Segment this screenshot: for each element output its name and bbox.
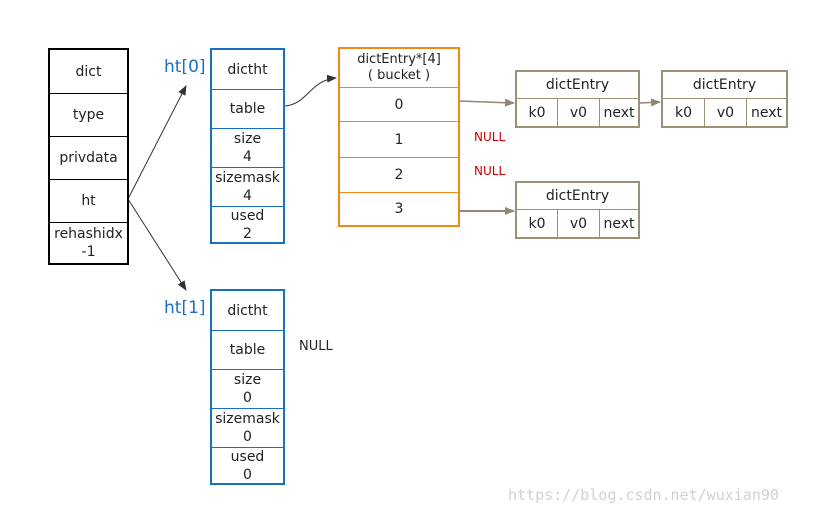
- arrow-bucket0-to-entry: [458, 98, 515, 107]
- dict-field-ht: ht: [50, 179, 127, 222]
- ht0-field-dictht: dictht: [227, 61, 268, 78]
- ht1-label: ht[1]: [164, 298, 206, 318]
- dict-field-dict: dict: [75, 63, 102, 80]
- ht0-field-size: size 4: [212, 128, 283, 167]
- dict-entry-a-title: dictEntry: [517, 72, 638, 99]
- ht1-struct: dictht table size 0 sizemask 0 used 0: [210, 289, 285, 485]
- dict-entry-a-key: k0: [517, 99, 558, 126]
- dict-entry-a-next: next: [603, 104, 635, 121]
- dict-entry-b-next: next: [750, 104, 782, 121]
- ht0-struct: dictht table size 4 sizemask 4 used 2: [210, 48, 285, 244]
- dict-field-type: type: [50, 93, 127, 136]
- ht1-field-size: size 0: [212, 369, 283, 408]
- ht1-table-null: NULL: [299, 339, 333, 354]
- ht0-field-table: table: [212, 89, 283, 128]
- dict-entry-c-title: dictEntry: [517, 183, 638, 210]
- watermark: https://blog.csdn.net/wuxian90: [508, 486, 779, 504]
- bucket-header: dictEntry*[4] ( bucket ): [357, 52, 441, 83]
- dict-field-privdata: privdata: [50, 136, 127, 179]
- arrow-ht-to-ht0: [127, 85, 187, 200]
- ht1-field-table: table: [212, 330, 283, 369]
- dict-entry-c-key: k0: [517, 210, 558, 237]
- dict-field-rehashidx: rehashidx -1: [50, 222, 127, 263]
- dict-entry-a-value: v0: [558, 99, 600, 126]
- bucket-cell-3: 3: [340, 192, 458, 225]
- bucket-cell-0: 0: [340, 87, 458, 121]
- dict-entry-b-title: dictEntry: [663, 72, 786, 99]
- dict-entry-b-value: v0: [705, 99, 747, 126]
- arrow-table-to-bucket: [284, 74, 337, 107]
- ht0-label: ht[0]: [164, 57, 206, 77]
- bucket-cell-2: 2: [340, 157, 458, 192]
- ht0-field-sizemask: sizemask 4: [212, 167, 283, 206]
- dict-struct: dict type privdata ht rehashidx -1: [48, 48, 129, 265]
- arrow-next-to-entry: [639, 98, 661, 107]
- dict-entry-c: dictEntry k0 v0 next: [515, 181, 640, 239]
- ht1-field-sizemask: sizemask 0: [212, 408, 283, 447]
- dict-entry-c-value: v0: [558, 210, 600, 237]
- ht0-field-used: used 2: [212, 206, 283, 242]
- bucket-cell-1: 1: [340, 121, 458, 157]
- bucket2-null: NULL: [474, 164, 506, 178]
- dict-entry-b-key: k0: [663, 99, 705, 126]
- dict-entry-b: dictEntry k0 v0 next: [661, 70, 788, 128]
- ht1-field-dictht: dictht: [227, 302, 268, 319]
- dict-entry-a: dictEntry k0 v0 next: [515, 70, 640, 128]
- arrow-ht-to-ht1: [127, 198, 187, 291]
- dict-entry-c-next: next: [603, 215, 635, 232]
- ht1-field-used: used 0: [212, 447, 283, 483]
- bucket1-null: NULL: [474, 130, 506, 144]
- bucket-array: dictEntry*[4] ( bucket ) 0 1 2 3: [338, 47, 460, 227]
